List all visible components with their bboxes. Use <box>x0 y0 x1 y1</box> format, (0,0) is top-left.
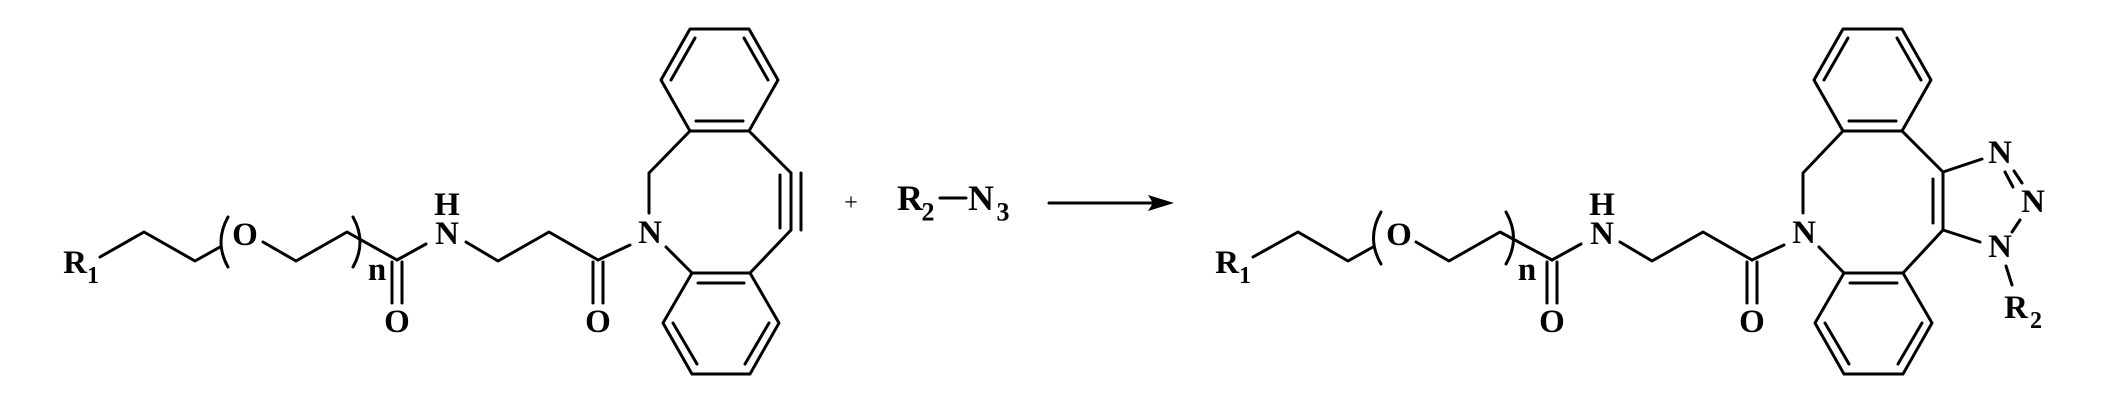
repeat-close-paren <box>351 215 362 269</box>
product-bottom-benzene-ring <box>1813 271 1934 376</box>
amide-n-label: N <box>435 216 459 252</box>
product-carbonyl-n-bond <box>1750 243 1786 262</box>
triazole-n2-n3-bond <box>2010 218 2022 234</box>
azide-subscript: 3 <box>997 198 1010 227</box>
bottom-ring-inner-bond-2 <box>671 321 699 366</box>
arrow-head-icon <box>1148 195 1174 211</box>
reactant-azide: R 2 N 3 <box>897 178 1010 227</box>
azide-n-label: N <box>968 178 994 218</box>
top-benzene-ring <box>659 27 780 133</box>
product-peg-chain-bond <box>1414 230 1554 263</box>
peg-chain-bond <box>261 230 399 263</box>
top-ring-inner-bond-1 <box>669 36 697 82</box>
amide-h-label: H <box>434 187 460 223</box>
bottom-ring-inner-bond-3 <box>743 321 771 366</box>
product-linker-chain-bond <box>1618 230 1754 263</box>
r2-label: R <box>897 178 924 218</box>
product-bottom-ring-inner-bond-2 <box>1823 321 1851 366</box>
amide-carbonyl-oxygen-label: O <box>384 304 410 340</box>
triazole-n3-r2-bond <box>2004 264 2014 287</box>
product-r2-subscript: 2 <box>2030 308 2042 334</box>
product-amide-n-label: N <box>1590 216 1614 252</box>
triazole-c-n3-bond <box>1941 228 1982 244</box>
product-triazole-conjugate: R 1 O n O H N O N <box>1215 27 2045 376</box>
dbco-carbonyl-oxygen-label: O <box>585 304 611 340</box>
triazole-n1-n2-bond-2 <box>2012 169 2024 185</box>
product-dbco-carbonyl-oxygen-label: O <box>1739 304 1765 340</box>
product-top-ring-inner-bond-2 <box>1895 36 1923 82</box>
triazole-n1-label: N <box>1988 135 2012 171</box>
bottom-benzene-ring <box>661 271 781 376</box>
product-r1-subscript: 1 <box>1239 263 1251 289</box>
plus-sign: + <box>844 190 858 216</box>
product-methylene-bond <box>1801 129 1845 215</box>
triazole-c-n1-bond <box>1941 157 1984 174</box>
reactant-dbco-peg: R 1 O n O H N O N <box>63 27 803 376</box>
product-n-aryl-bond <box>1817 245 1846 275</box>
product-amide-h-label: H <box>1589 187 1615 223</box>
n-aryl-bond <box>664 245 694 275</box>
product-repeat-n-label: n <box>1518 252 1536 288</box>
product-amide-carbonyl-oxygen-label: O <box>1539 304 1565 340</box>
c-n-bond <box>395 242 428 262</box>
triazole-n1-n2-bond <box>2003 170 2015 189</box>
alkyne-link-bottom <box>748 228 793 275</box>
product-ring-n-label: N <box>1792 215 1816 251</box>
alkyne-link-top <box>747 129 793 175</box>
r1-subscript: 1 <box>87 263 99 289</box>
product-repeat-close-paren <box>1504 210 1515 266</box>
product-top-benzene-ring <box>1812 27 1933 133</box>
r1-label: R <box>63 245 88 281</box>
ether-oxygen-label: O <box>232 217 258 253</box>
product-r2-label: R <box>2004 290 2029 326</box>
product-ether-oxygen-label: O <box>1386 217 1412 253</box>
linker-chain-bond <box>464 230 600 263</box>
carbonyl-n-bond <box>596 243 632 262</box>
repeat-open-paren <box>219 215 230 269</box>
product-r1-label: R <box>1215 245 1240 281</box>
product-ring-link-top <box>1900 129 1945 174</box>
product-ring-link-bottom <box>1901 228 1945 275</box>
triazole-n3-label: N <box>1988 229 2012 265</box>
product-alkyl-chain-bond <box>1251 230 1375 263</box>
triazole-n2-label: N <box>2021 184 2045 220</box>
methylene-bond <box>647 129 692 215</box>
product-bottom-ring-inner-bond-3 <box>1896 321 1924 366</box>
reaction-arrow <box>1047 195 1174 211</box>
product-top-ring-inner-bond-1 <box>1822 36 1850 82</box>
ring-n-label: N <box>638 215 662 251</box>
repeat-n-label: n <box>368 252 386 288</box>
product-repeat-open-paren <box>1372 210 1383 266</box>
top-ring-inner-bond-2 <box>742 36 770 82</box>
alkyl-chain-bond <box>98 230 222 263</box>
product-c-n-bond <box>1550 242 1583 262</box>
r2-subscript: 2 <box>922 198 935 227</box>
